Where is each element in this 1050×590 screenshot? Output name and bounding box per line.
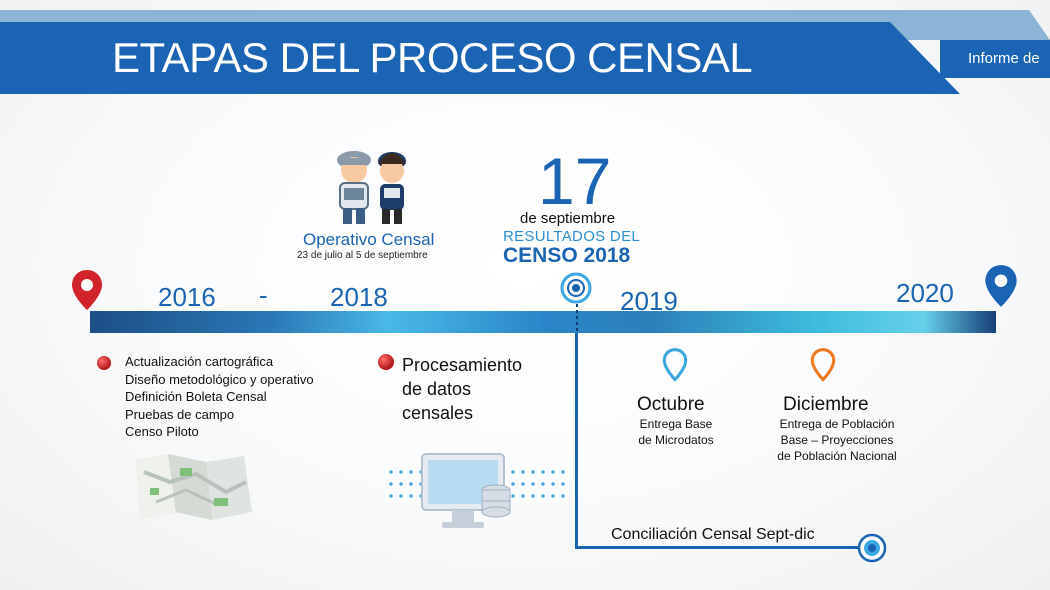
december-line: Base – Proyecciones bbox=[780, 433, 894, 447]
census-target-icon bbox=[560, 272, 592, 304]
december-line: de Población Nacional bbox=[777, 449, 897, 463]
stage2-line: de datos bbox=[402, 379, 472, 399]
map-pin-red-icon bbox=[72, 270, 102, 310]
stage2-bullet-icon bbox=[378, 354, 394, 370]
stage1-bullet-icon bbox=[97, 356, 111, 370]
map-pin-blue-icon bbox=[985, 265, 1017, 307]
stage1-item: Censo Piloto bbox=[125, 424, 199, 439]
conciliation-target-icon bbox=[857, 533, 887, 563]
computer-database-icon bbox=[421, 453, 511, 528]
header-banner-right bbox=[940, 40, 1050, 78]
december-title: Diciembre bbox=[783, 394, 869, 415]
october-line: Entrega Base bbox=[639, 417, 713, 431]
results-line2: CENSO 2018 bbox=[503, 244, 631, 267]
operativo-title: Operativo Censal bbox=[303, 230, 435, 249]
year-separator: - bbox=[259, 280, 268, 310]
report-label: Informe de bbox=[968, 50, 1040, 67]
map-pin-orange-icon bbox=[810, 348, 836, 382]
timeline-branch-horizontal bbox=[575, 546, 871, 549]
stage2-line: Procesamiento bbox=[402, 355, 523, 375]
stage1-item: Actualización cartográfica bbox=[125, 354, 274, 369]
october-title: Octubre bbox=[637, 394, 705, 415]
stage2-line: censales bbox=[402, 403, 474, 423]
october-line: de Microdatos bbox=[638, 433, 714, 447]
year-2018: 2018 bbox=[330, 282, 388, 312]
december-description: Entrega de Población Base – Proyecciones… bbox=[770, 416, 904, 464]
stage1-item: Diseño metodológico y operativo bbox=[125, 371, 314, 387]
timeline-branch-vertical bbox=[575, 333, 578, 548]
stage1-list: Actualización cartográfica Diseño metodo… bbox=[125, 353, 314, 441]
timeline-bar bbox=[90, 311, 996, 333]
year-2016: 2016 bbox=[158, 282, 216, 312]
december-line: Entrega de Población bbox=[779, 417, 895, 431]
stage2-text: Procesamiento de datos censales bbox=[402, 353, 522, 425]
october-description: Entrega Base de Microdatos bbox=[636, 416, 716, 448]
page-title: ETAPAS DEL PROCESO CENSAL bbox=[112, 34, 753, 81]
stage1-item: Definición Boleta Censal bbox=[125, 389, 267, 404]
header-banner bbox=[0, 22, 960, 94]
conciliation-label: Conciliación Censal Sept-dic bbox=[611, 526, 815, 543]
operativo-dates: 23 de julio al 5 de septiembre bbox=[297, 250, 428, 261]
stage1-item: Pruebas de campo bbox=[125, 406, 235, 422]
map-pin-light-blue-icon bbox=[662, 348, 688, 382]
folded-map-icon bbox=[136, 454, 252, 520]
census-workers-icon bbox=[337, 151, 406, 224]
census-day-month: de septiembre bbox=[520, 210, 616, 227]
data-dots-right bbox=[508, 466, 568, 504]
results-line1: RESULTADOS DEL bbox=[503, 228, 641, 245]
year-2020: 2020 bbox=[896, 278, 954, 308]
census-day-number: 17 bbox=[538, 144, 612, 218]
timeline-dotted-connector bbox=[576, 304, 578, 334]
